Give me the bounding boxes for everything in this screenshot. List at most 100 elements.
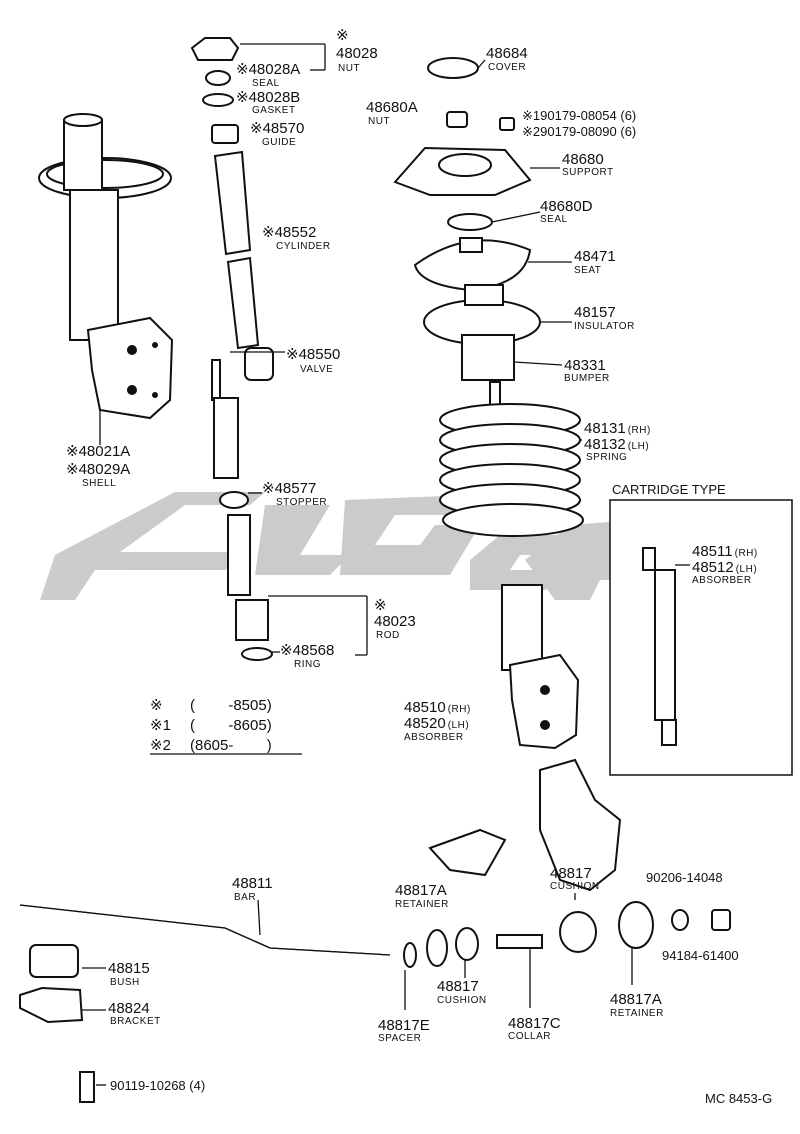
label-spring: 48131(RH) 48132(LH) SPRING	[584, 420, 650, 463]
svg-text:※48028B: ※48028B	[236, 89, 300, 106]
svg-text:SPACER: SPACER	[378, 1033, 421, 1044]
label-bracket-48824: 48824 BRACKET	[108, 1000, 161, 1027]
svg-text:※1: ※1	[150, 717, 171, 734]
coil-spring	[439, 403, 584, 537]
label-nut-94184: 94184-61400	[662, 948, 739, 963]
svg-text:COLLAR: COLLAR	[508, 1031, 551, 1042]
svg-text:BRACKET: BRACKET	[110, 1016, 161, 1027]
svg-text:※: ※	[374, 597, 387, 614]
label-guide-48570: ※48570 GUIDE	[250, 120, 304, 148]
svg-text:※190179-08054 (6): ※190179-08054 (6)	[522, 108, 636, 123]
svg-text:STOPPER: STOPPER	[276, 497, 327, 508]
svg-text:ROD: ROD	[376, 630, 400, 641]
svg-text:SUPPORT: SUPPORT	[562, 167, 614, 178]
svg-text:SEAL: SEAL	[252, 78, 280, 89]
label-cushion-48817-bottom: 48817 CUSHION	[437, 978, 487, 1006]
svg-text:※48552: ※48552	[262, 224, 316, 241]
svg-text:CARTRIDGE TYPE: CARTRIDGE TYPE	[612, 482, 726, 497]
svg-text:CYLINDER: CYLINDER	[276, 241, 331, 252]
svg-text:BUSH: BUSH	[110, 977, 140, 988]
label-shell: ※48021A ※48029A SHELL	[66, 443, 130, 489]
svg-text:※48021A: ※48021A	[66, 443, 130, 460]
svg-text:MC 8453-G: MC 8453-G	[705, 1091, 772, 1106]
label-spacer-48817E: 48817E SPACER	[378, 1017, 430, 1044]
svg-text:SEAT: SEAT	[574, 265, 601, 276]
svg-text:48817A: 48817A	[610, 991, 662, 1008]
svg-text:INSULATOR: INSULATOR	[574, 321, 635, 332]
svg-text:※: ※	[150, 697, 163, 714]
svg-text:※48577: ※48577	[262, 480, 316, 497]
svg-text:48684: 48684	[486, 45, 528, 62]
svg-text:GUIDE: GUIDE	[262, 137, 296, 148]
svg-text:※48028A: ※48028A	[236, 61, 300, 78]
label-retainer-48817A-right: 48817A RETAINER	[610, 991, 664, 1019]
stabilizer-illustration	[19, 758, 731, 1103]
svg-text:48512(LH): 48512(LH)	[692, 559, 757, 576]
label-bolt-90119: 90119-10268 (4)	[110, 1078, 205, 1093]
svg-text:48815: 48815	[108, 960, 150, 977]
label-stopper-48577: ※48577 STOPPER	[262, 480, 327, 508]
cartridge-type-box	[609, 499, 793, 776]
svg-text:CUSHION: CUSHION	[550, 881, 600, 892]
svg-text:SHELL: SHELL	[82, 478, 116, 489]
svg-text:BUMPER: BUMPER	[564, 373, 610, 384]
svg-text:48817A: 48817A	[395, 882, 447, 899]
svg-text:48331: 48331	[564, 357, 606, 374]
svg-text:※290179-08090 (6): ※290179-08090 (6)	[522, 124, 636, 139]
svg-text:90119-10268 (4): 90119-10268 (4)	[110, 1078, 205, 1093]
label-collar-48817C: 48817C COLLAR	[508, 1015, 561, 1042]
svg-text:BAR: BAR	[234, 892, 256, 903]
svg-text:SEAL: SEAL	[540, 214, 568, 225]
svg-text:( -8605): ( -8605)	[190, 717, 272, 734]
label-bar-48811: 48811 BAR	[232, 875, 273, 903]
label-cover-48684: 48684 COVER	[486, 45, 528, 73]
svg-text:RING: RING	[294, 659, 321, 670]
svg-text:48680: 48680	[562, 151, 604, 168]
svg-text:CUSHION: CUSHION	[437, 995, 487, 1006]
label-nut-48680A: 48680A NUT	[366, 99, 418, 127]
svg-text:※48550: ※48550	[286, 346, 340, 363]
svg-text:RETAINER: RETAINER	[610, 1008, 664, 1019]
svg-text:SPRING: SPRING	[586, 452, 627, 463]
strut-assembly-illustration	[393, 57, 584, 750]
label-ring-48568: ※48568 RING	[280, 642, 334, 670]
label-valve-48550: ※48550 VALVE	[286, 346, 340, 375]
svg-text:GASKET: GASKET	[252, 105, 296, 116]
label-gasket-48028B: ※48028B GASKET	[236, 89, 300, 116]
label-rod-48023: ※ 48023 ROD	[374, 597, 416, 641]
label-support-48680: 48680 SUPPORT	[562, 151, 614, 178]
svg-text:94184-61400: 94184-61400	[662, 948, 739, 963]
svg-text:48824: 48824	[108, 1000, 150, 1017]
svg-text:48510(RH): 48510(RH)	[404, 699, 471, 716]
svg-text:( -8505): ( -8505)	[190, 697, 272, 714]
svg-text:※: ※	[336, 27, 349, 44]
svg-text:※48029A: ※48029A	[66, 461, 130, 478]
label-bumper-48331: 48331 BUMPER	[564, 357, 610, 384]
leader-lines	[82, 43, 690, 1086]
svg-text:48471: 48471	[574, 248, 616, 265]
svg-text:ABSORBER: ABSORBER	[692, 575, 752, 586]
svg-text:VALVE: VALVE	[300, 364, 333, 375]
svg-text:48817E: 48817E	[378, 1017, 430, 1034]
label-insulator-48157: 48157 INSULATOR	[574, 304, 635, 332]
label-bolts: ※190179-08054 (6) ※290179-08090 (6)	[522, 108, 636, 139]
label-cartridge: CARTRIDGE TYPE 48511(RH) 48512(LH) ABSOR…	[612, 482, 757, 586]
svg-text:48817C: 48817C	[508, 1015, 561, 1032]
svg-text:RETAINER: RETAINER	[395, 899, 449, 910]
svg-text:※48570: ※48570	[250, 120, 304, 137]
label-nut-48028: ※ 48028 NUT	[336, 27, 378, 74]
label-washer-90206: 90206-14048	[646, 870, 723, 885]
svg-text:ABSORBER: ABSORBER	[404, 732, 464, 743]
legend: ※ ( -8505) ※1 ( -8605) ※2 (8605- )	[150, 697, 302, 755]
label-absorber: 48510(RH) 48520(LH) ABSORBER	[404, 699, 471, 743]
strut-shell-illustration	[38, 113, 174, 445]
svg-text:48028: 48028	[336, 45, 378, 62]
label-seal-48028A: ※48028A SEAL	[236, 61, 300, 89]
svg-text:48132(LH): 48132(LH)	[584, 436, 649, 453]
svg-text:(8605- ): (8605- )	[190, 737, 272, 754]
svg-text:48817: 48817	[550, 865, 592, 882]
svg-text:※2: ※2	[150, 737, 171, 754]
svg-text:NUT: NUT	[338, 63, 360, 74]
label-seal-48680D: 48680D SEAL	[540, 198, 593, 225]
